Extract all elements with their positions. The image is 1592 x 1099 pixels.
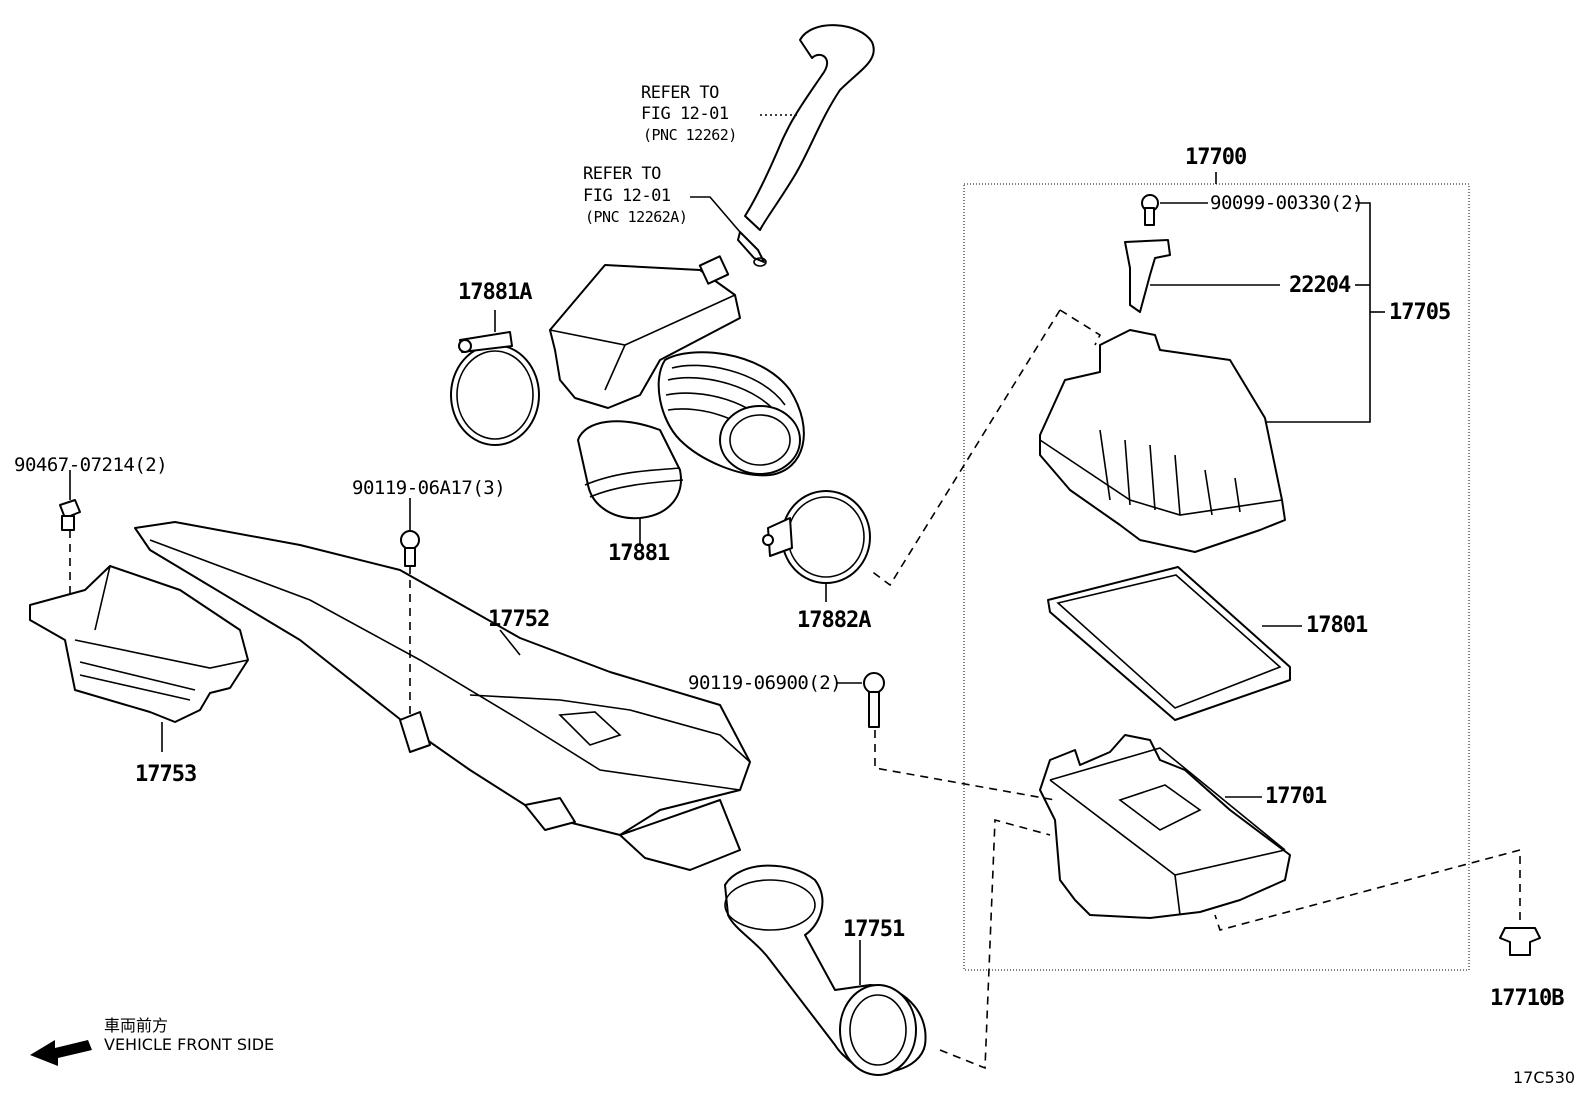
- part-label-17752: 17752: [488, 607, 550, 632]
- figure-code: 17C530: [1513, 1068, 1576, 1087]
- air-filter-17801: [1047, 566, 1291, 721]
- vehicle-front-label-en: VEHICLE FRONT SIDE: [104, 1035, 275, 1054]
- vehicle-front-label-jp: 車両前方: [104, 1016, 169, 1035]
- part-label-22204: 22204: [1289, 273, 1351, 298]
- part-label-17701: 17701: [1265, 784, 1327, 809]
- air-inlet-17753: [29, 565, 249, 723]
- part-label-17710B: 17710B: [1490, 986, 1564, 1011]
- refer-label-12262A-line1: REFER TO: [583, 164, 661, 184]
- bolt-90467: [59, 499, 81, 531]
- clamp-17881A: [450, 331, 540, 446]
- refer-label-12262-line2: FIG 12-01: [641, 104, 729, 124]
- part-label-17753: 17753: [135, 762, 197, 787]
- refer-label-12262-line1: REFER TO: [641, 83, 719, 103]
- part-label-17705: 17705: [1389, 300, 1451, 325]
- bolt-90119-06A17: [400, 530, 420, 567]
- part-label-17882A: 17882A: [797, 608, 871, 633]
- clip-12262A: [737, 231, 767, 267]
- part-label-17700: 17700: [1185, 145, 1247, 170]
- part-label-17801: 17801: [1306, 613, 1368, 638]
- part-label-90119-06900: 90119-06900(2): [688, 672, 842, 694]
- part-label-90119-06A17: 90119-06A17(3): [352, 477, 506, 499]
- part-label-90467-07214: 90467-07214(2): [14, 454, 168, 476]
- duct-17751: [724, 864, 927, 1076]
- air-cleaner-case-17701: [1039, 734, 1291, 919]
- bolt-90119-06900: [863, 672, 885, 728]
- air-inlet-17881-assembly: [549, 255, 805, 520]
- refer-label-12262A-line3: (PNC 12262A): [585, 208, 688, 226]
- vehicle-front-arrow-icon: [30, 1040, 92, 1066]
- part-label-17881A: 17881A: [458, 280, 532, 305]
- refer-label-12262A-line2: FIG 12-01: [583, 186, 671, 206]
- refer-label-12262-line3: (PNC 12262): [643, 126, 737, 144]
- part-label-17751: 17751: [843, 917, 905, 942]
- hose-12262: [744, 24, 875, 231]
- air-cleaner-cap-17705: [1039, 329, 1286, 553]
- air-duct-17752: [134, 521, 751, 871]
- screw-90099: [1141, 194, 1159, 226]
- part-label-17881: 17881: [608, 541, 670, 566]
- air-flow-meter-22204: [1124, 239, 1171, 313]
- clamp-17882A: [762, 490, 871, 584]
- part-label-90099-00330: 90099-00330(2): [1210, 192, 1364, 214]
- grommet-17710B: [1499, 927, 1541, 956]
